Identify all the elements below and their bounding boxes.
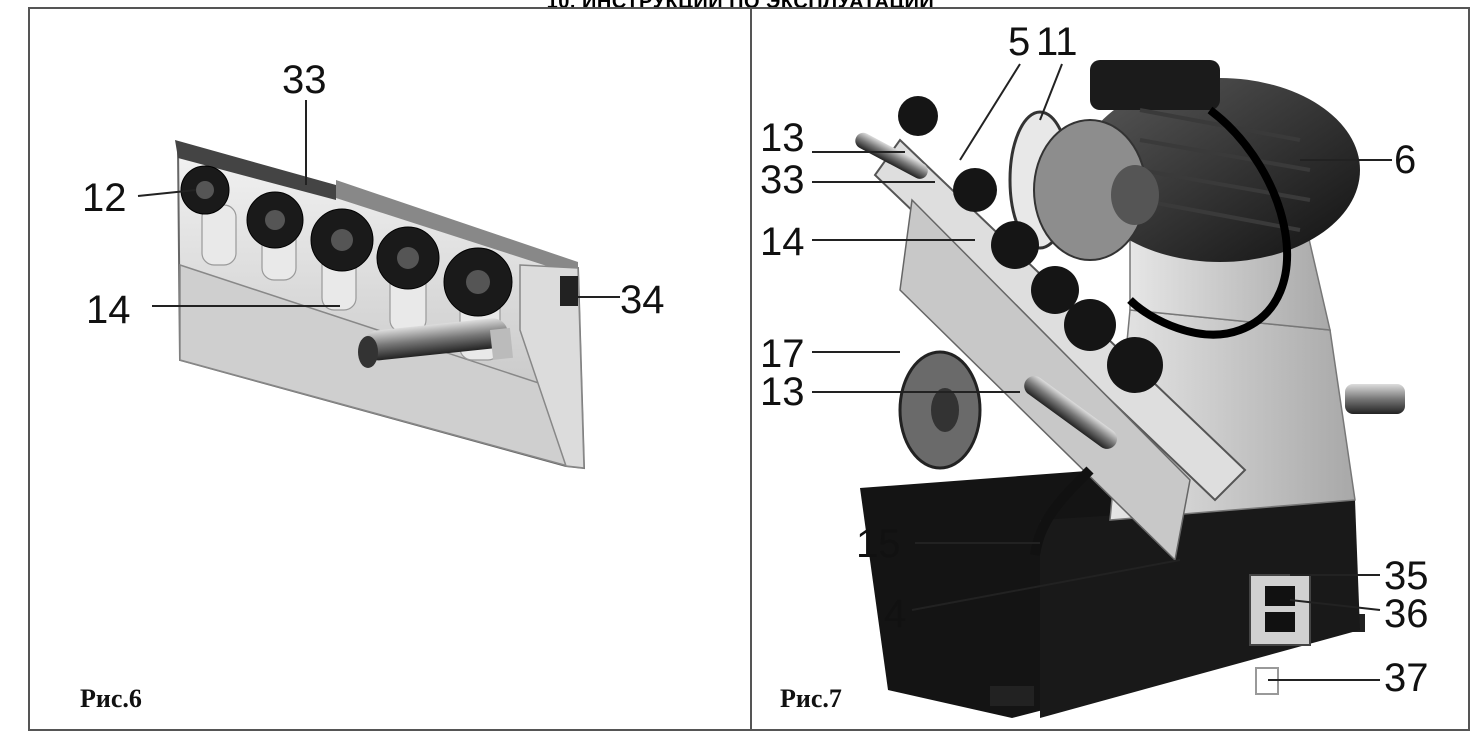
fig6-callout-34: 34	[620, 278, 665, 322]
fig7-callout-35: 35	[1384, 554, 1429, 598]
fig6-callout-14: 14	[86, 288, 131, 332]
fig7-callout-6: 6	[1394, 138, 1417, 182]
fig6-knife-holder-bar	[175, 140, 586, 470]
fig7-machine	[855, 60, 1405, 718]
fig7-callout-4: 4	[884, 592, 907, 636]
fig7-callout-14: 14	[760, 220, 805, 264]
fig7-callout-13-bottom: 13	[760, 370, 805, 414]
fig7-callout-36: 36	[1384, 592, 1429, 636]
fig7-callout-17: 17	[760, 332, 805, 376]
fig6-leader-lines	[137, 100, 620, 307]
fig7-callout-37: 37	[1384, 656, 1429, 700]
fig6-callout-33: 33	[282, 58, 327, 102]
fig7-leader-lines	[812, 63, 1392, 681]
fig7-callout-11: 11	[1036, 20, 1078, 64]
fig7-callout-15: 15	[856, 522, 901, 566]
figure-6-caption: Рис.6	[80, 684, 142, 713]
figure-7-caption: Рис.7	[780, 684, 842, 713]
fig7-callout-13-top: 13	[760, 116, 805, 160]
fig6-callout-12: 12	[82, 176, 127, 220]
fig7-callout-5: 5	[1008, 20, 1031, 64]
fig7-callout-33: 33	[760, 158, 805, 202]
